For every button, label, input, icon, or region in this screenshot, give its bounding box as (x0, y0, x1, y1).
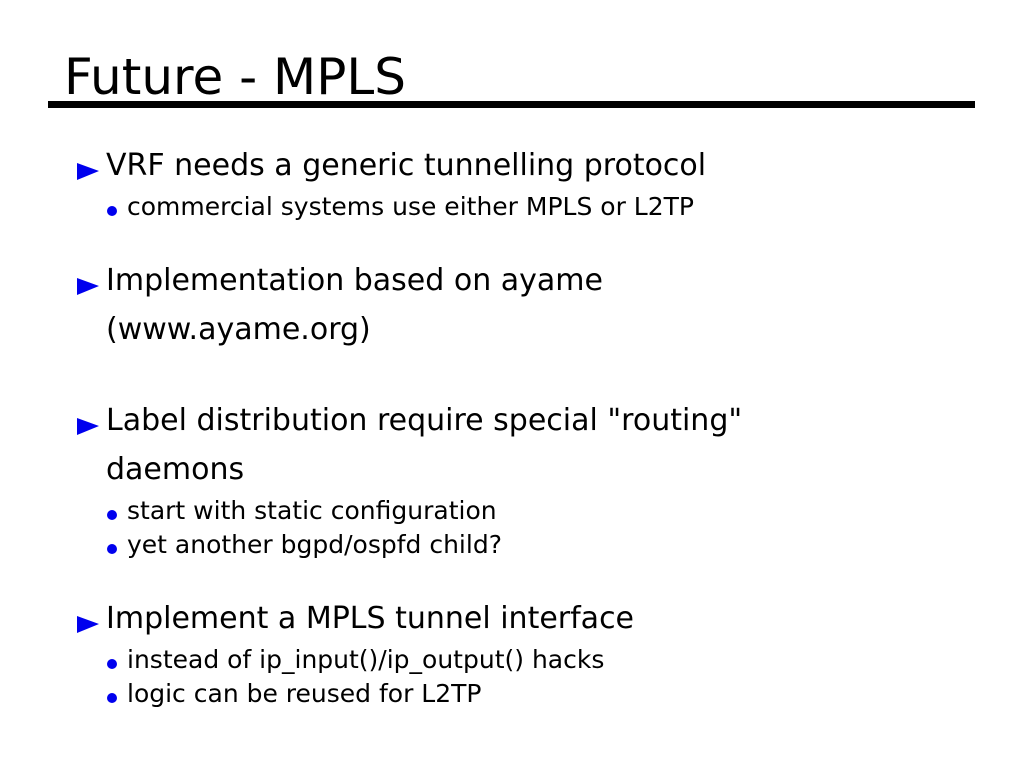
bullet-group-tunnel-interface: Implement a MPLS tunnel interface instea… (0, 594, 1024, 711)
sub-bullet-line: yet another bgpd/ospfd child? (0, 528, 1024, 562)
dot-bullet-icon (107, 693, 117, 703)
dot-bullet-icon (107, 544, 117, 554)
sub-bullet-line: instead of ip_input()/ip_output() hacks (0, 643, 1024, 677)
sub-bullet-line: commercial systems use either MPLS or L2… (0, 190, 1024, 224)
bullet-group-vrf: VRF needs a generic tunnelling protocol … (0, 141, 1024, 224)
title-underline (48, 101, 975, 108)
triangle-right-bullet-icon (77, 616, 99, 633)
bullet-line-continuation: daemons (106, 452, 245, 487)
bullet-group-label-distribution: Label distribution require special "rout… (0, 396, 1024, 562)
dot-bullet-icon (107, 659, 117, 669)
sub-bullet-text: commercial systems use either MPLS or L2… (127, 192, 694, 221)
sub-bullet-text: instead of ip_input()/ip_output() hacks (127, 645, 605, 674)
bullet-line-continuation: (www.ayame.org) (106, 312, 371, 347)
dot-bullet-icon (107, 510, 117, 520)
bullet-line: Label distribution require special "rout… (106, 403, 743, 438)
triangle-right-bullet-icon (77, 418, 99, 435)
triangle-right-bullet-icon (77, 163, 99, 180)
sub-bullet-line: logic can be reused for L2TP (0, 677, 1024, 711)
dot-bullet-icon (107, 206, 117, 216)
sub-bullet-text: yet another bgpd/ospfd child? (127, 530, 502, 559)
triangle-right-bullet-icon (77, 278, 99, 295)
bullet-line: Implement a MPLS tunnel interface (106, 601, 635, 636)
sub-bullet-line: start with static configuration (0, 494, 1024, 528)
bullet-group-ayame: Implementation based on ayame (www.ayame… (0, 256, 1024, 354)
sub-bullet-text: start with static configuration (127, 496, 497, 525)
bullet-line: VRF needs a generic tunnelling protocol (106, 148, 707, 183)
sub-bullet-text: logic can be reused for L2TP (127, 679, 482, 708)
slide-title: Future - MPLS (64, 48, 406, 106)
bullet-line: Implementation based on ayame (106, 263, 603, 298)
